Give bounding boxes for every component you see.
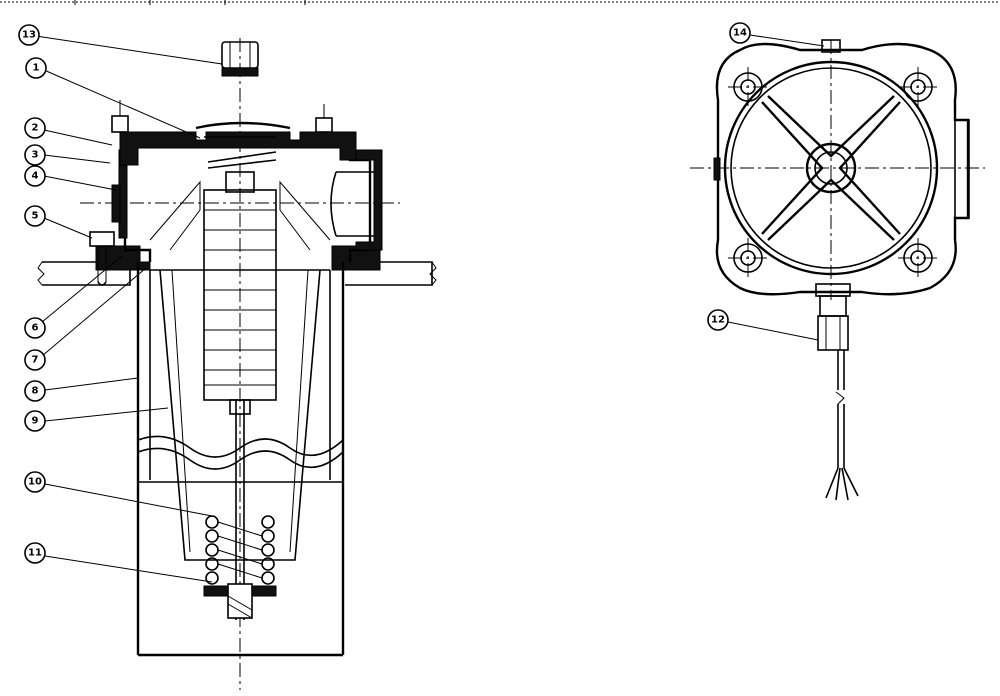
callout-label-9: 9	[32, 416, 39, 427]
sectional-view	[37, 38, 437, 690]
callout-4	[24, 165, 46, 187]
leader-3	[43, 154, 111, 164]
inner-bore	[723, 60, 939, 276]
rib-right	[838, 101, 901, 235]
outlet-port	[330, 149, 383, 251]
callout-6	[24, 317, 46, 339]
callouts: 13 1 2 3 4 5 6 7 8 9	[18, 22, 825, 583]
leader-10	[44, 483, 213, 517]
bolt-hole-bottom-left	[728, 238, 768, 278]
callout-13	[18, 24, 40, 46]
callout-label-7: 7	[32, 355, 39, 366]
spring	[205, 515, 275, 585]
callout-label-1: 1	[33, 63, 40, 74]
cover-dome	[195, 121, 291, 130]
frame-top-edge	[0, 0, 1000, 5]
filler-plug	[221, 41, 259, 77]
callout-label-11: 11	[28, 548, 42, 559]
callout-label-14: 14	[733, 28, 747, 39]
side-port-boss	[954, 119, 970, 219]
leader-8	[44, 377, 139, 391]
callout-12	[707, 309, 729, 331]
electrical-connector	[815, 283, 859, 501]
leader-7	[41, 267, 147, 357]
cone-right	[279, 180, 331, 251]
callout-label-2: 2	[32, 123, 39, 134]
cover-bolt-left	[111, 100, 129, 133]
callout-label-3: 3	[32, 150, 39, 161]
break-line-lower	[137, 447, 344, 470]
tank-plate-left	[37, 261, 131, 286]
break-line-upper	[137, 435, 344, 458]
filter-cage	[159, 269, 321, 561]
bolt-hole-top-left	[728, 67, 768, 107]
tank-plate-right	[345, 261, 437, 286]
head-left-boss	[111, 184, 121, 223]
callout-7	[24, 349, 46, 371]
callout-5	[24, 205, 46, 227]
cone-left	[149, 180, 201, 251]
bolt-hole-bottom-right	[898, 238, 938, 278]
callout-8	[24, 380, 46, 402]
leader-11	[44, 555, 213, 583]
housing-outline	[715, 42, 970, 296]
callout-label-10: 10	[28, 477, 42, 488]
rib-top	[767, 95, 895, 158]
top-view	[690, 39, 985, 501]
cover-bolt-right	[315, 104, 333, 133]
bottom-nut	[203, 583, 277, 619]
left-boss	[713, 157, 721, 181]
callout-label-8: 8	[32, 386, 39, 397]
callout-label-6: 6	[32, 323, 39, 334]
leader-13	[35, 35, 223, 65]
callout-label-13: 13	[22, 30, 36, 41]
callout-10	[24, 471, 46, 493]
leader-2	[43, 129, 113, 146]
bolt-hole-top-right	[898, 67, 938, 107]
callout-14	[729, 22, 751, 44]
callout-11	[24, 542, 46, 564]
leader-4	[43, 175, 117, 191]
leader-12	[727, 321, 819, 341]
leader-14	[749, 34, 825, 47]
leader-6	[41, 255, 123, 323]
bowl	[136, 262, 345, 657]
callout-1	[25, 57, 47, 79]
callout-label-12: 12	[711, 315, 725, 326]
leader-1	[43, 69, 201, 139]
callout-label-5: 5	[32, 211, 39, 222]
rib-left	[761, 101, 824, 235]
central-hub	[805, 142, 857, 194]
rib-bottom	[767, 178, 895, 241]
valve-spring-top	[207, 151, 277, 163]
callout-3	[24, 144, 46, 166]
callout-9	[24, 410, 46, 432]
cover-section	[119, 131, 357, 166]
callout-2	[24, 117, 46, 139]
leader-5	[43, 217, 93, 239]
callout-label-4: 4	[32, 171, 39, 182]
leader-9	[44, 407, 169, 422]
